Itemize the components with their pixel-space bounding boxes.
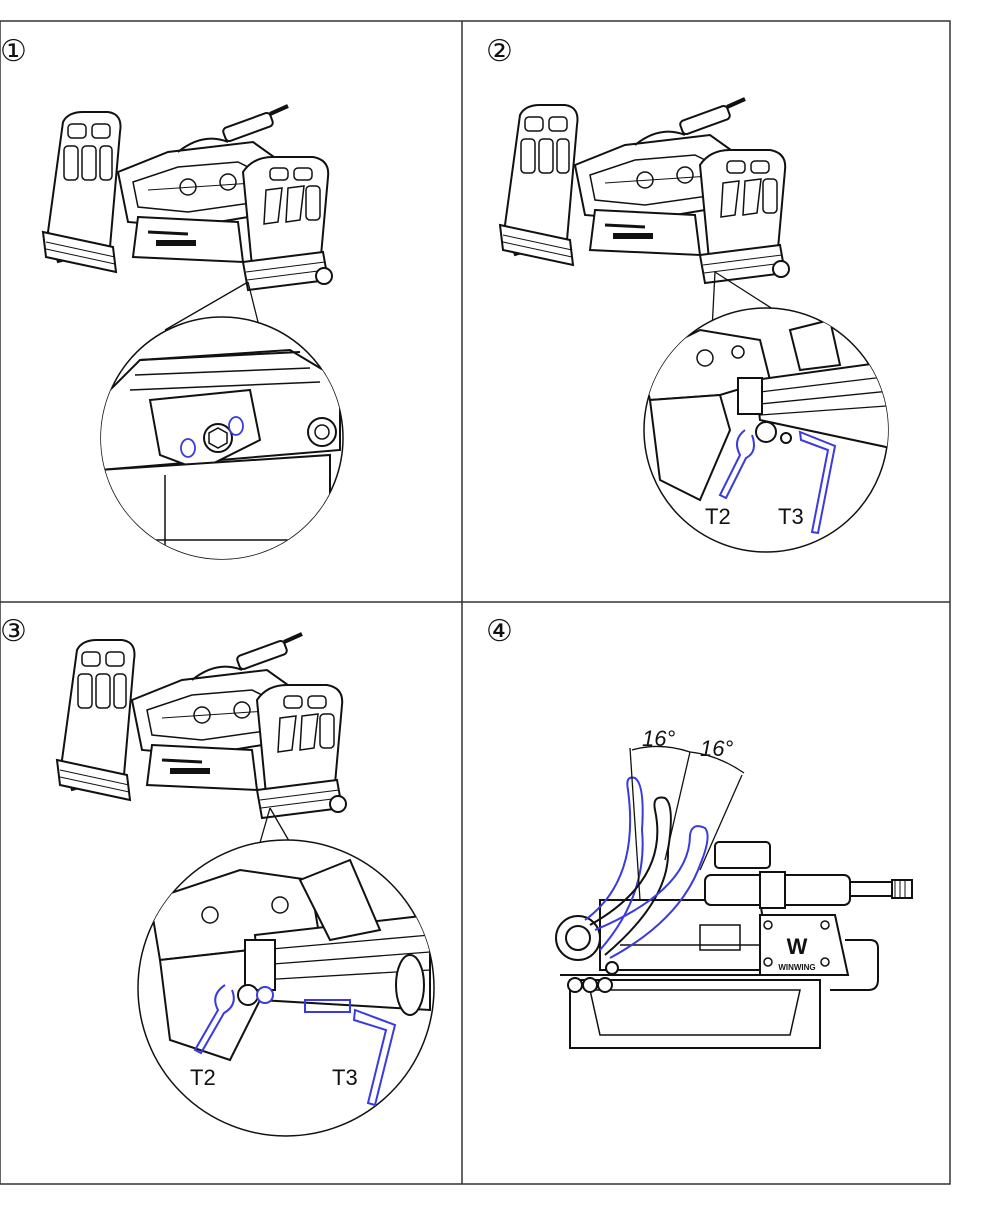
spanner-icon xyxy=(718,429,755,500)
step-number-4: ④ xyxy=(486,614,513,649)
angle-label-1: 16° xyxy=(642,726,676,751)
tool-label-t2: T2 xyxy=(190,1065,216,1090)
brand-label: WINWING xyxy=(778,963,815,972)
step-number-1: ① xyxy=(0,34,27,69)
tool-label-t3: T3 xyxy=(778,504,804,529)
tool-label-t3: T3 xyxy=(332,1065,358,1090)
rudder-pedals-illustration xyxy=(498,97,791,285)
panel-2-illustration xyxy=(498,97,889,553)
step-number-2: ② xyxy=(486,34,513,69)
spanner-icon xyxy=(193,984,235,1055)
svg-text:W: W xyxy=(787,934,808,959)
panel-grid xyxy=(0,20,951,1185)
panel-1-illustration xyxy=(41,104,344,560)
angle-label-2: 16° xyxy=(700,736,734,761)
rudder-pedals-illustration xyxy=(41,104,334,292)
rudder-pedals-illustration xyxy=(55,632,348,820)
hex-key-icon xyxy=(798,430,837,535)
pedal-side-view: W WINWING xyxy=(555,745,913,1049)
hex-key-icon xyxy=(352,1008,397,1107)
panel-3-illustration xyxy=(55,632,435,1137)
panel-4-illustration: W WINWING xyxy=(555,745,913,1049)
tool-label-t2: T2 xyxy=(705,504,731,529)
step-number-3: ③ xyxy=(0,614,27,649)
